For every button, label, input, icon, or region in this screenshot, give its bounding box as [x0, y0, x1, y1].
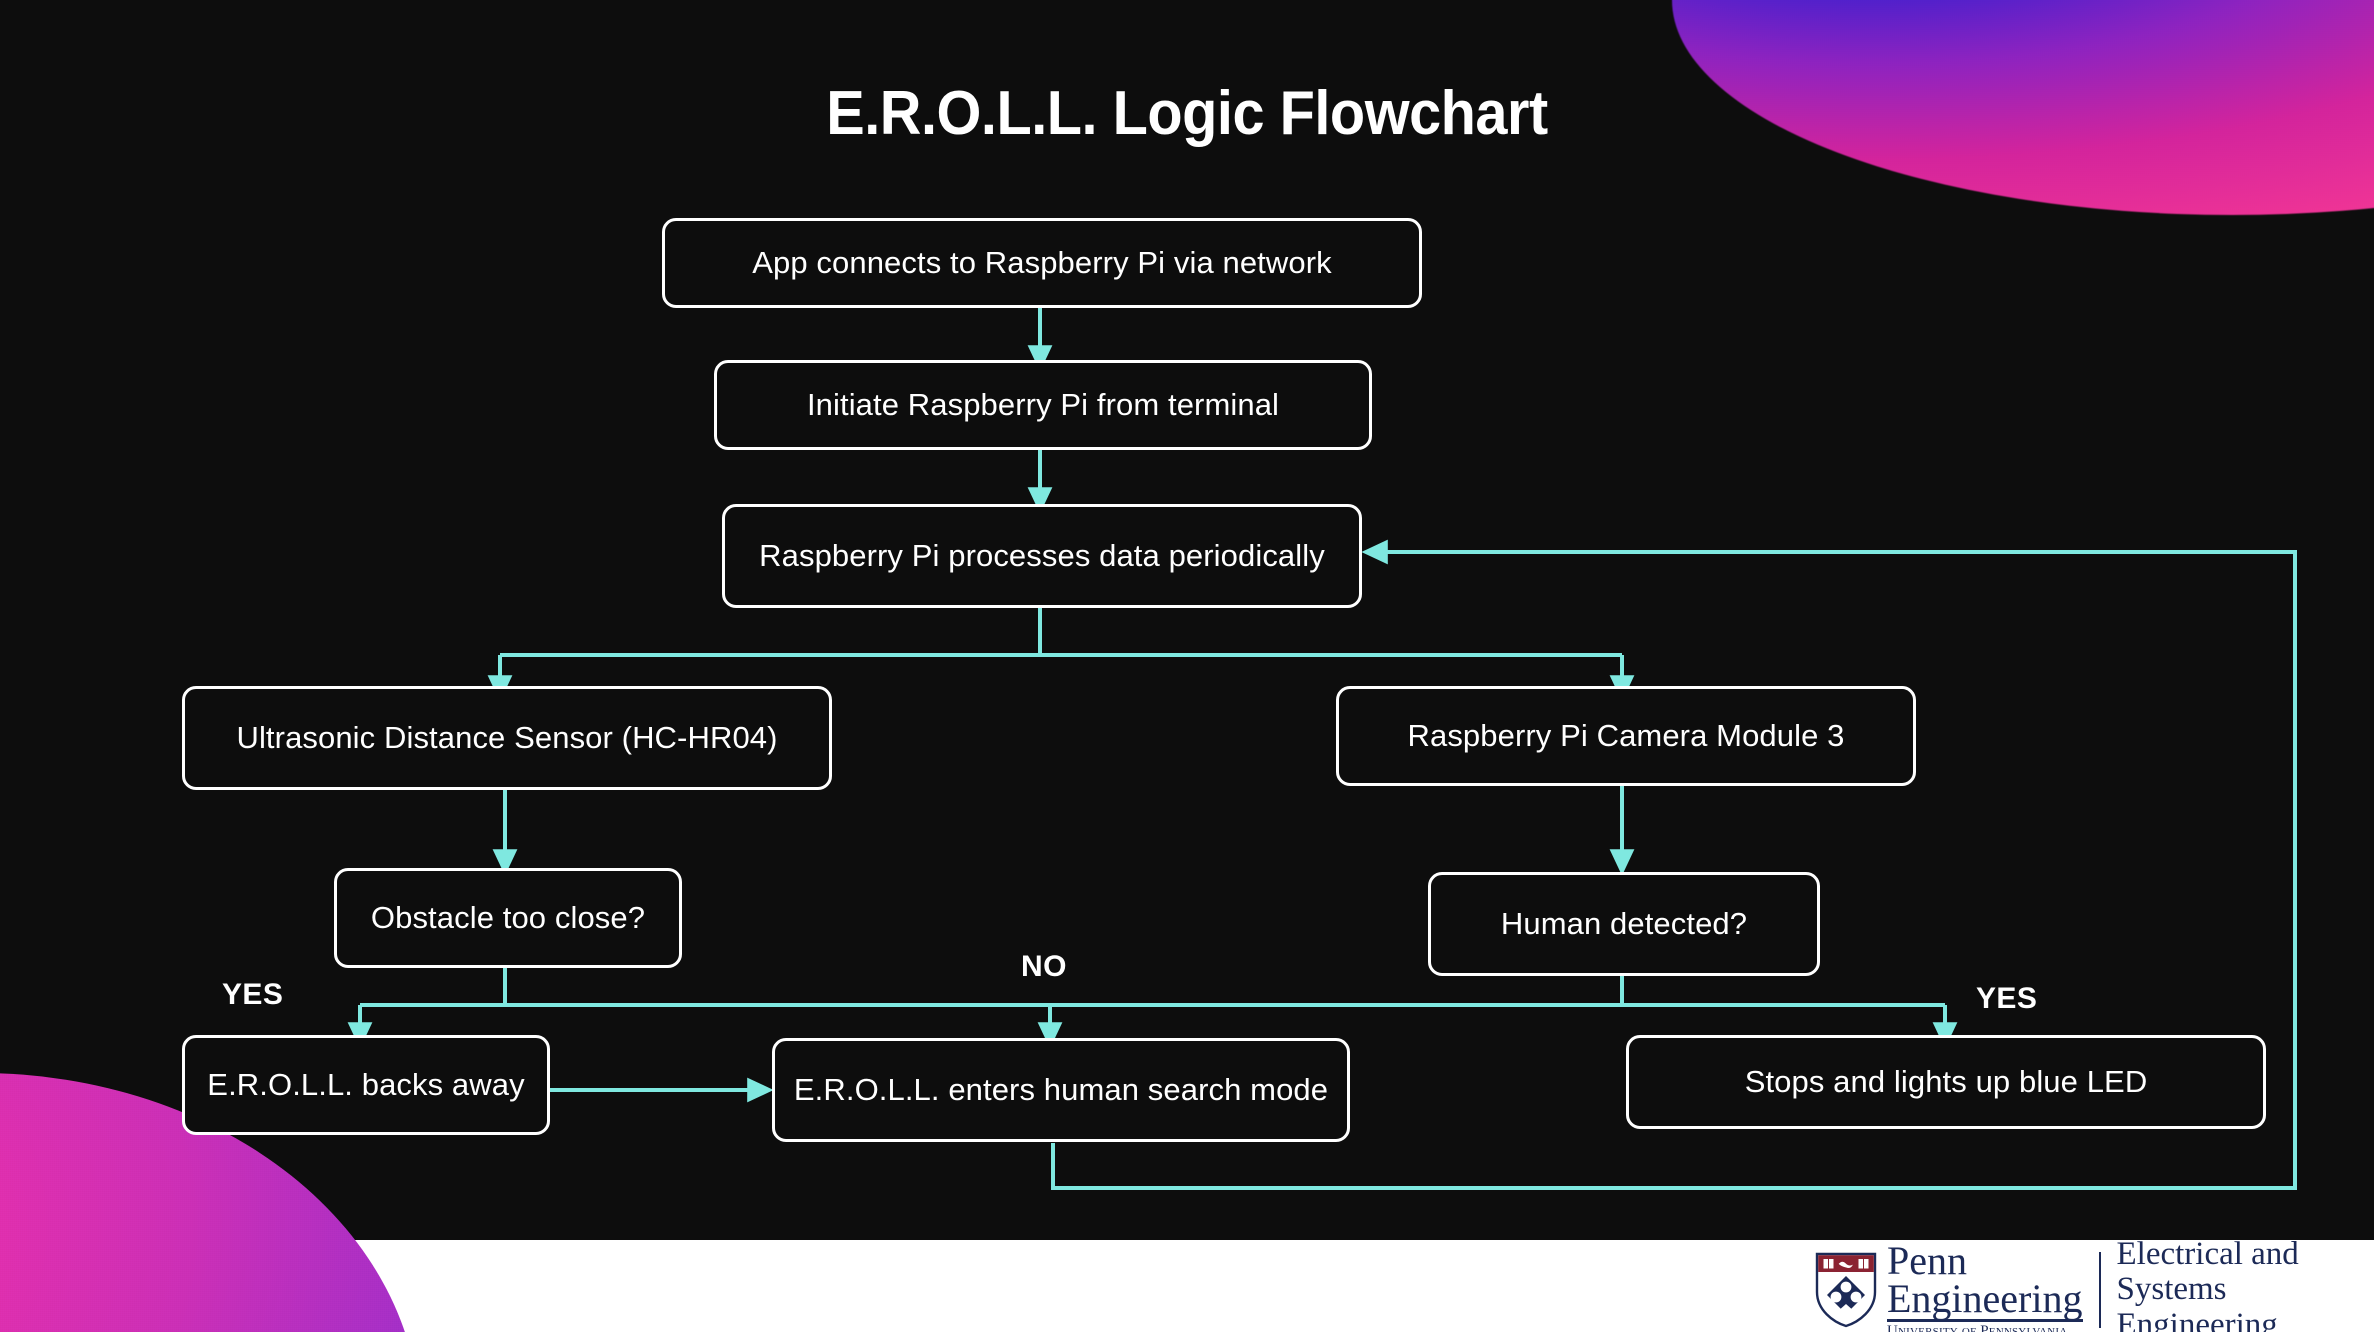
edge-label-yes-left: YES — [222, 978, 284, 1011]
penn-wordmark-line-university: University of Pennsylvania — [1887, 1322, 2068, 1332]
penn-wordmark-line-penn: Penn — [1887, 1238, 1967, 1284]
department-name: Electrical and Systems Engineering — [2116, 1235, 2374, 1332]
node-process-data[interactable]: Raspberry Pi processes data periodically — [722, 504, 1362, 608]
node-app-connects[interactable]: App connects to Raspberry Pi via network — [662, 218, 1422, 308]
logo-divider — [2098, 1252, 2101, 1328]
node-ultrasonic-sensor[interactable]: Ultrasonic Distance Sensor (HC-HR04) — [182, 686, 832, 790]
penn-shield-icon — [1815, 1252, 1877, 1328]
node-blue-led[interactable]: Stops and lights up blue LED — [1626, 1035, 2266, 1129]
penn-engineering-logo: Penn Engineering University of Pennsylva… — [1815, 1236, 2374, 1332]
edge-label-no-center: NO — [1021, 950, 1067, 983]
node-backs-away[interactable]: E.R.O.L.L. backs away — [182, 1035, 550, 1135]
node-obstacle-question[interactable]: Obstacle too close? — [334, 868, 682, 968]
department-name-line2: Systems Engineering — [2116, 1271, 2278, 1332]
penn-wordmark-line-engineering: Engineering — [1887, 1275, 2083, 1322]
node-search-mode[interactable]: E.R.O.L.L. enters human search mode — [772, 1038, 1350, 1142]
department-name-line1: Electrical and — [2116, 1235, 2299, 1272]
page-title: E.R.O.L.L. Logic Flowchart — [826, 79, 1548, 148]
node-human-question[interactable]: Human detected? — [1428, 872, 1820, 976]
node-camera-module[interactable]: Raspberry Pi Camera Module 3 — [1336, 686, 1916, 786]
penn-wordmark: Penn Engineering University of Pennsylva… — [1887, 1238, 2083, 1332]
edge-label-yes-right: YES — [1976, 982, 2038, 1015]
node-initiate-pi[interactable]: Initiate Raspberry Pi from terminal — [714, 360, 1372, 450]
